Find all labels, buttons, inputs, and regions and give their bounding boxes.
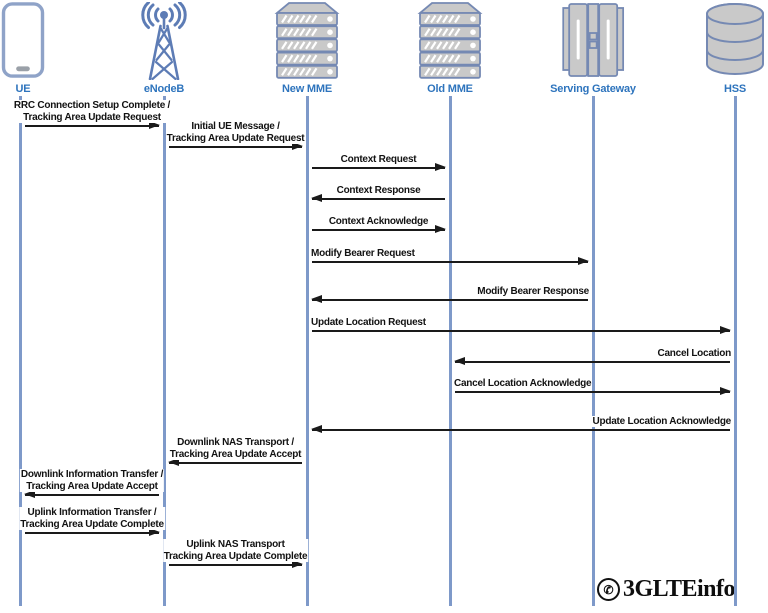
lifeline-enodeb: [162, 96, 166, 606]
entity-label: UE: [15, 83, 31, 95]
message-arrowhead: [292, 560, 303, 568]
message-label: Context Request: [339, 153, 418, 165]
message-arrowhead: [578, 257, 589, 265]
message-arrowhead: [149, 121, 160, 129]
entity-hss: HSS: [705, 2, 765, 95]
message-label: RRC Connection Setup Complete /Tracking …: [12, 100, 172, 123]
message-label: Downlink Information Transfer /Tracking …: [19, 469, 165, 492]
lifeline-serving-gateway: [591, 96, 595, 606]
message-label: Modify Bearer Response: [476, 285, 590, 297]
message-arrowhead: [720, 387, 731, 395]
entity-label: Old MME: [427, 83, 473, 95]
message-arrowhead: [311, 194, 322, 202]
message-label: Uplink Information Transfer /Tracking Ar…: [19, 507, 165, 530]
message-arrow-line: [312, 198, 445, 200]
server-stack-icon: [417, 2, 483, 80]
logo-text: 3GLTEinfo: [623, 576, 736, 602]
entity-label: Serving Gateway: [550, 83, 636, 95]
message-arrowhead: [168, 458, 179, 466]
message-arrowhead: [311, 425, 322, 433]
message-arrowhead: [435, 163, 446, 171]
entity-enodeb: eNodeB: [127, 2, 201, 95]
lifeline-hss: [733, 96, 737, 606]
lifeline-new-mme: [305, 96, 309, 606]
entity-ue: UE: [0, 2, 46, 95]
message-arrowhead: [720, 326, 731, 334]
message-arrow-line: [312, 167, 445, 169]
message-arrow-line: [25, 125, 159, 127]
entity-new-mme: New MME: [274, 2, 340, 95]
message-label: Update Location Request: [310, 316, 427, 328]
message-arrow-line: [169, 146, 302, 148]
message-arrowhead: [24, 490, 35, 498]
gateway-servers-icon: [550, 2, 636, 80]
message-arrow-line: [312, 330, 730, 332]
phone-icon: [0, 2, 46, 80]
lifeline-ue: [18, 96, 22, 606]
message-arrowhead: [435, 225, 446, 233]
entity-label: HSS: [723, 83, 747, 95]
message-arrow-line: [455, 391, 730, 393]
lifeline-old-mme: [448, 96, 452, 606]
message-label: Context Response: [335, 184, 422, 196]
message-label: Cancel Location Acknowledge: [453, 377, 593, 389]
antenna-tower-icon: [127, 2, 201, 80]
message-arrowhead: [454, 357, 465, 365]
server-stack-icon: [274, 2, 340, 80]
database-icon: [705, 2, 765, 80]
telephone-circle-icon: ✆: [597, 578, 620, 601]
message-arrow-line: [25, 532, 159, 534]
message-arrow-line: [312, 229, 445, 231]
message-label: Update Location Acknowledge: [591, 415, 732, 427]
message-label: Context Acknowledge: [327, 215, 430, 227]
message-label: Cancel Location: [656, 347, 732, 359]
logo: ✆ 3GLTEinfo: [597, 576, 736, 603]
message-arrow-line: [312, 261, 588, 263]
message-arrow-line: [169, 564, 302, 566]
entity-label: eNodeB: [143, 83, 185, 95]
entity-old-mme: Old MME: [417, 2, 483, 95]
message-arrow-line: [455, 361, 730, 363]
message-arrowhead: [311, 295, 322, 303]
message-arrowhead: [149, 528, 160, 536]
message-label: Initial UE Message /Tracking Area Update…: [165, 121, 306, 144]
entity-serving-gateway: Serving Gateway: [550, 2, 636, 95]
entity-label: New MME: [282, 83, 332, 95]
message-label: Downlink NAS Transport /Tracking Area Up…: [168, 437, 303, 460]
message-arrow-line: [312, 299, 588, 301]
message-arrow-line: [312, 429, 730, 431]
message-label: Modify Bearer Request: [310, 247, 416, 259]
message-arrow-line: [169, 462, 302, 464]
message-arrowhead: [292, 142, 303, 150]
message-arrow-line: [25, 494, 159, 496]
